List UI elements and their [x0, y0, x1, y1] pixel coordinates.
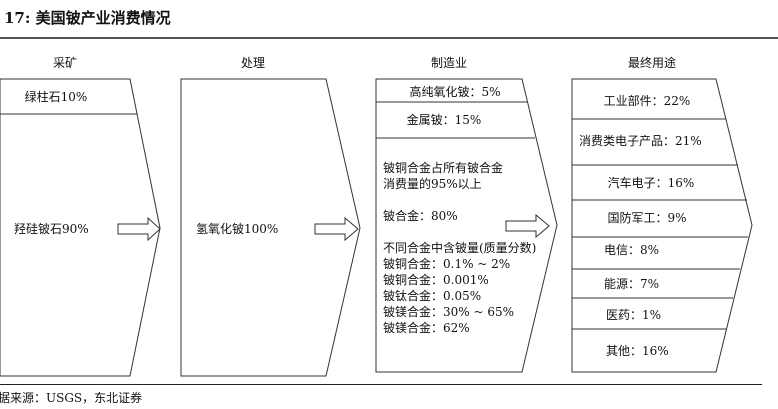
note: 铍镁合金：62%	[383, 321, 470, 335]
item-metal-be: 金属铍：15%	[406, 113, 482, 127]
end-use-item: 医药：1%	[606, 308, 662, 322]
arrow-icon	[314, 216, 359, 242]
stage-enduse-shape	[571, 78, 753, 373]
stage-header-processing: 处理	[240, 56, 266, 70]
end-use-item: 消费类电子产品：21%	[579, 134, 702, 148]
item-high-purity-beo: 高纯氧化铍：5%	[409, 85, 501, 99]
note: 铍铜合金：0.001%	[383, 273, 489, 287]
stage-mining-shape	[0, 78, 161, 377]
source-note: 据来源：USGS，东北证券	[0, 391, 143, 405]
note: 铍铜合金占所有铍合金	[383, 161, 504, 175]
stage-header-end-use: 最终用途	[627, 56, 677, 70]
note: 铍合金：80%	[383, 209, 458, 223]
item-beryl: 绿柱石10%	[24, 90, 88, 104]
end-use-item: 汽车电子：16%	[607, 176, 695, 190]
title-rule	[0, 37, 778, 39]
note: 铍镁合金：30% ~ 65%	[383, 305, 515, 319]
arrow-icon	[505, 213, 550, 239]
figure-title: 17: 美国铍产业消费情况	[4, 9, 171, 27]
end-use-item: 工业部件：22%	[603, 94, 691, 108]
stage-processing-shape	[180, 78, 361, 377]
note: 铍钛合金：0.05%	[383, 289, 482, 303]
note: 消费量的95%以上	[383, 177, 482, 191]
note: 铍铜合金：0.1% ~ 2%	[383, 257, 511, 271]
arrow-icon	[117, 216, 161, 242]
end-use-item: 国防军工：9%	[607, 211, 687, 225]
item-beryllium-hydroxide: 氢氧化铍100%	[196, 222, 279, 236]
item-bertrandite: 羟硅铍石90%	[14, 222, 89, 236]
stage-header-manufacturing: 制造业	[430, 56, 468, 70]
end-use-item: 其他：16%	[606, 344, 669, 358]
bottom-rule	[0, 384, 762, 385]
end-use-item: 电信：8%	[604, 243, 660, 257]
stage-header-mining: 采矿	[52, 56, 78, 70]
end-use-item: 能源：7%	[604, 277, 660, 291]
stage-manufacturing-shape	[375, 78, 558, 373]
note: 不同合金中含铍量(质量分数)	[383, 241, 537, 255]
